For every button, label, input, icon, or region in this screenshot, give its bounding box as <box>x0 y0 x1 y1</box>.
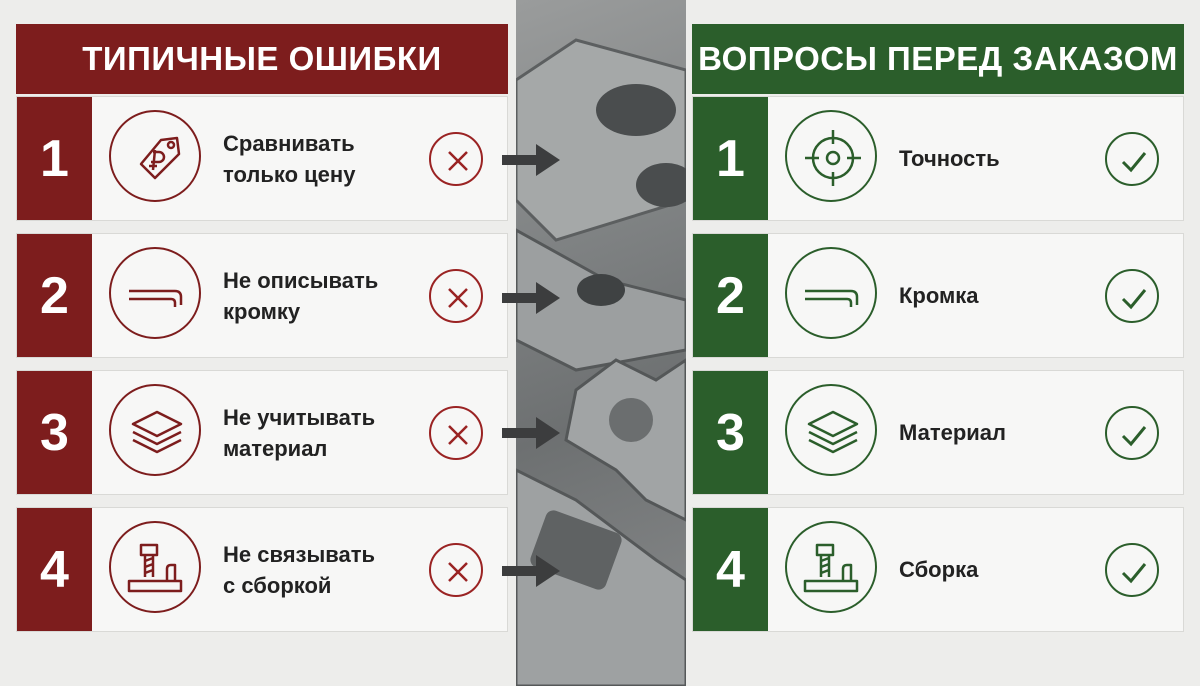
question-number: 1 <box>693 97 768 220</box>
cross-icon <box>429 132 483 186</box>
material-layers-icon <box>785 384 877 476</box>
question-text: Точность <box>899 146 1000 171</box>
arrow-right-icon <box>502 417 560 449</box>
mistake-text: Не описывать кромку <box>223 267 379 324</box>
mistake-text: Сравнивать только цену <box>223 130 356 187</box>
cross-icon <box>429 543 483 597</box>
mistake-text: Не связывать с сборкой <box>223 541 376 598</box>
check-icon <box>1105 269 1159 323</box>
mistake-row-4: 4 Не связывать с сборкой <box>16 507 508 632</box>
question-number: 3 <box>693 371 768 494</box>
mistakes-panel: ТИПИЧНЫЕ ОШИБКИ 1 Сравнивать только цену… <box>16 24 508 632</box>
question-number: 4 <box>693 508 768 631</box>
questions-panel: ВОПРОСЫ ПЕРЕД ЗАКАЗОМ 1 Точность 2 Кромк… <box>692 24 1184 632</box>
check-icon <box>1105 406 1159 460</box>
target-crosshair-icon <box>785 110 877 202</box>
question-text: Сборка <box>899 557 979 582</box>
question-row-3: 3 Материал <box>692 370 1184 495</box>
arrow-right-icon <box>502 144 560 176</box>
mistake-text: Не учитывать материал <box>223 404 376 461</box>
mistake-number: 1 <box>17 97 92 220</box>
arrow-right-icon <box>502 555 560 587</box>
mistake-number: 3 <box>17 371 92 494</box>
mistake-number: 2 <box>17 234 92 357</box>
cross-icon <box>429 269 483 323</box>
question-row-1: 1 Точность <box>692 96 1184 221</box>
check-icon <box>1105 132 1159 186</box>
mistake-row-1: 1 Сравнивать только цену <box>16 96 508 221</box>
assembly-bolt-icon <box>109 521 201 613</box>
assembly-bolt-icon <box>785 521 877 613</box>
mistakes-title: ТИПИЧНЫЕ ОШИБКИ <box>16 24 508 94</box>
question-text: Материал <box>899 420 1007 445</box>
edge-profile-icon <box>785 247 877 339</box>
material-layers-icon <box>109 384 201 476</box>
mistake-row-3: 3 Не учитывать материал <box>16 370 508 495</box>
edge-profile-icon <box>109 247 201 339</box>
question-number: 2 <box>693 234 768 357</box>
cross-icon <box>429 406 483 460</box>
question-row-2: 2 Кромка <box>692 233 1184 358</box>
questions-title: ВОПРОСЫ ПЕРЕД ЗАКАЗОМ <box>692 24 1184 94</box>
question-row-4: 4 Сборка <box>692 507 1184 632</box>
mistake-row-2: 2 Не описывать кромку <box>16 233 508 358</box>
metal-parts-photo <box>516 0 686 686</box>
arrow-right-icon <box>502 282 560 314</box>
mistake-number: 4 <box>17 508 92 631</box>
ruble-tag-icon <box>109 110 201 202</box>
question-text: Кромка <box>899 283 979 308</box>
check-icon <box>1105 543 1159 597</box>
